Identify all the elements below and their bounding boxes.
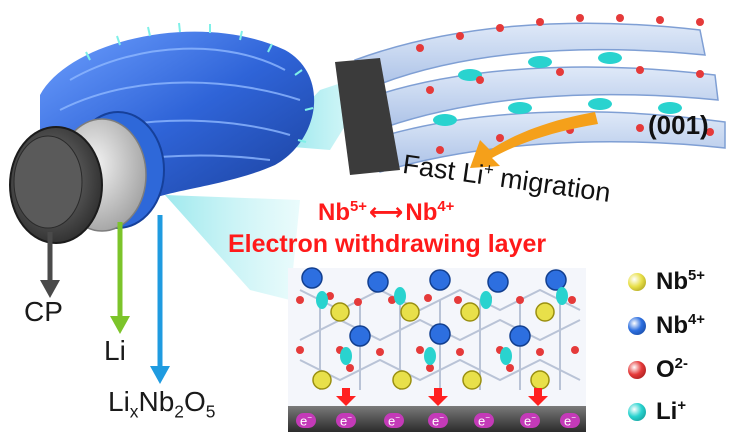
cp-core-face [13,135,83,229]
crystal-o2-atoms [296,292,579,372]
cp-arrowhead [40,280,60,298]
cp-label: CP [24,296,63,327]
redox-pair-label: Nb5+⟷Nb4+ [318,199,455,226]
nb4-atom-icon [628,317,646,335]
fiber-ridges [59,47,301,171]
electron-badge: e− [384,413,404,429]
fiber-spikes [85,22,314,143]
inset-fiber-stub [335,58,400,175]
li-label: Li [104,335,126,366]
fast-migration-arrow [470,112,598,168]
crystal-plane-label: (001) [648,110,709,140]
crystal-li-ions [316,287,568,365]
electron-badge: e− [428,413,448,429]
layered-structure-inset [335,14,726,175]
li-arrowhead [110,316,130,334]
nanofiber-electrode [9,22,315,244]
electron-badge: e− [336,413,356,429]
inset-li-ions [433,52,682,126]
electron-badge: e− [520,413,540,429]
nb5-atom-icon [628,273,646,291]
electron-badge: e− [296,413,316,429]
lixnb2o5-arrowhead [150,366,170,384]
inset-oxygen-atoms [416,14,714,154]
electron-badge: e− [474,413,494,429]
lixnb2o5-label: LixNb2O5 [108,386,216,422]
electron-transfer-arrows [336,388,548,406]
electron-withdrawing-layer-title: Electron withdrawing layer [228,230,547,258]
li-ion-icon [628,403,646,421]
o2-atom-icon [628,361,646,379]
crystal-structure-panel [288,267,586,432]
beam-to-bottom-panel [165,195,300,300]
electron-badge: e− [560,413,580,429]
crystal-nb4-atoms [301,267,567,347]
layer-leader-arrows [40,215,170,384]
